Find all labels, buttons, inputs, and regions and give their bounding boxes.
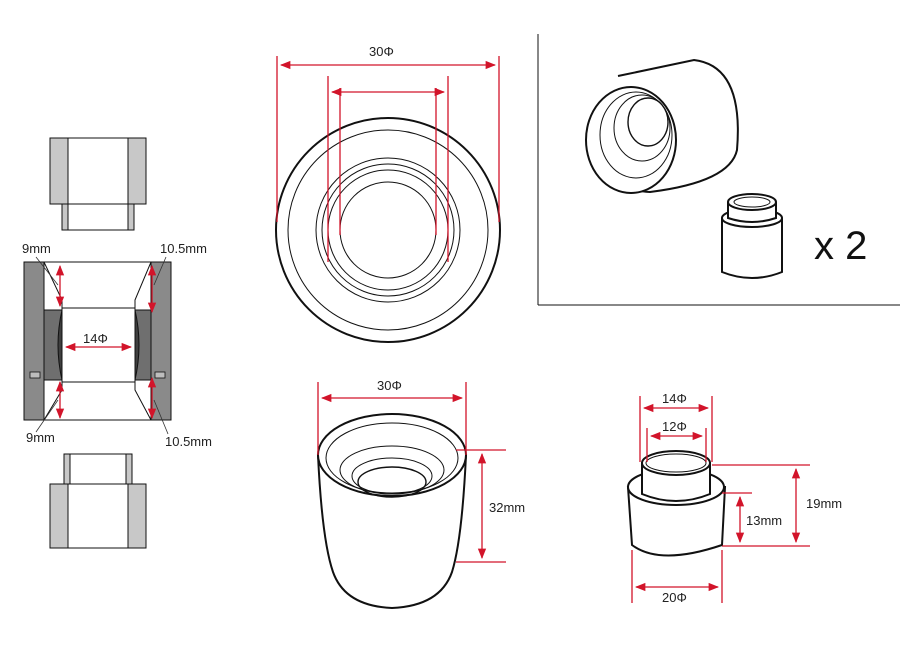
quantity-label: x 2 — [814, 224, 867, 268]
upper-insert — [49, 137, 147, 231]
dim-label-sleeve-diameter: 30Φ — [377, 378, 402, 393]
dim-label-top-right: 10.5mm — [160, 241, 207, 256]
leader-top-left — [35, 256, 59, 286]
bushing-elevation: 14Φ 12Φ 13mm 19mm 20Φ — [626, 391, 842, 605]
kit-box: x 2 — [537, 34, 900, 306]
section-view: 9mm 10.5mm 14Φ 9mm 10.5mm — [22, 137, 212, 549]
leader-top-right — [153, 256, 167, 286]
top-view: 30Φ — [275, 44, 501, 343]
dim-label-bottom-right: 10.5mm — [165, 434, 212, 449]
bushing-iso — [721, 193, 783, 279]
dim-label-bushing-top-inner: 12Φ — [662, 419, 687, 434]
dim-label-sleeve-height: 32mm — [489, 500, 525, 515]
dim-label-step-height: 13mm — [746, 513, 782, 528]
dim-label-bottom-left: 9mm — [26, 430, 55, 445]
leader-bottom-left — [35, 399, 59, 433]
dim-label-bushing-top-outer: 14Φ — [662, 391, 687, 406]
dim-label-bushing-base: 20Φ — [662, 590, 687, 605]
lower-insert — [49, 453, 147, 549]
dim-label-bore: 14Φ — [83, 331, 108, 346]
dim-label-top-left: 9mm — [22, 241, 51, 256]
dim-label-top-outer-diameter: 30Φ — [369, 44, 394, 59]
leader-bottom-right — [153, 399, 169, 435]
sleeve-iso — [585, 58, 739, 194]
sleeve-elevation: 30Φ 32mm — [316, 378, 525, 610]
dim-label-total-height: 19mm — [806, 496, 842, 511]
